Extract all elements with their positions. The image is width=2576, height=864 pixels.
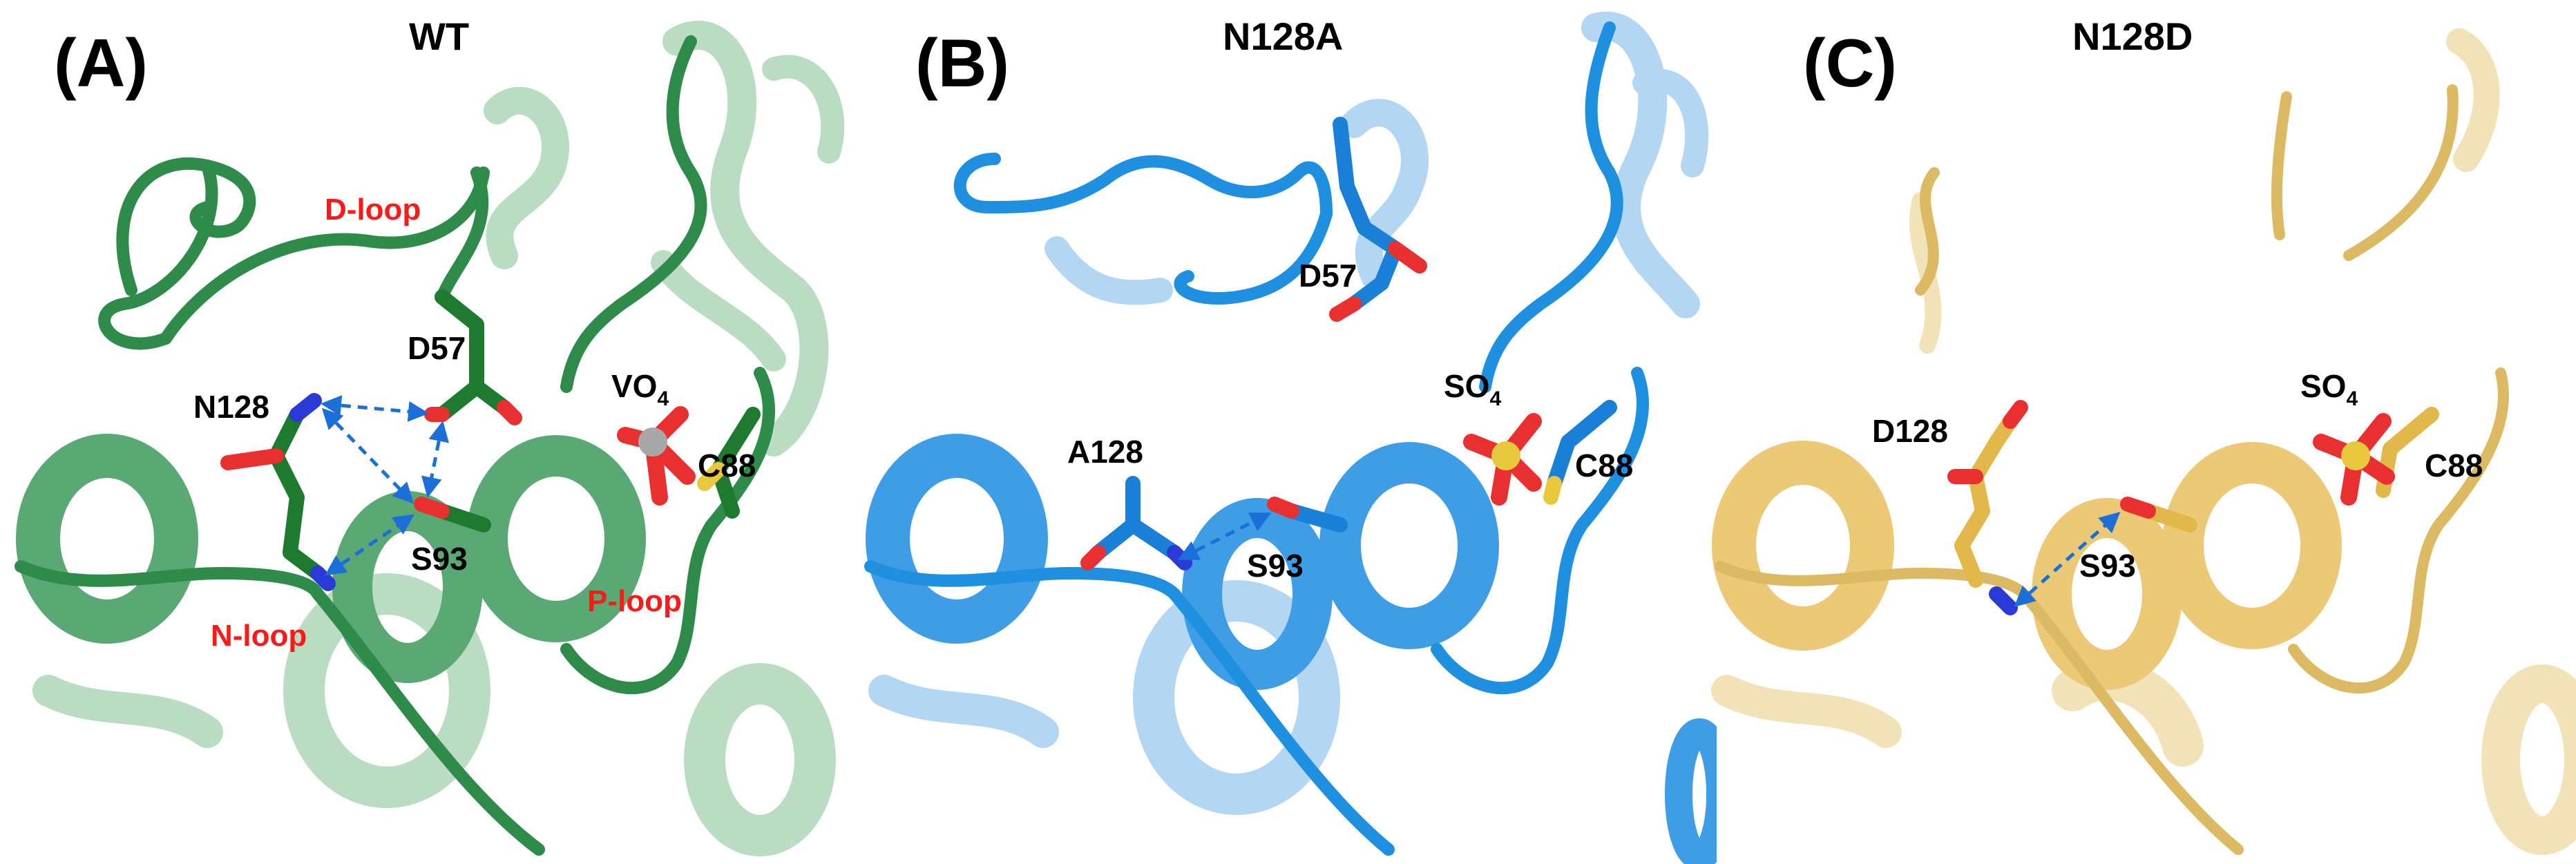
panel-a: (A) WT N128 D57 S93 C88 VO4 D-loop N-loo…	[15, 0, 857, 864]
panel-c-backbone	[1715, 84, 2509, 855]
panel-b-label-ligand: SO4	[1444, 368, 1501, 410]
panel-b-label-a128: A128	[1067, 434, 1143, 470]
panel-b-background-cartoon	[868, 11, 1709, 815]
panel-a-letter: (A)	[54, 25, 148, 101]
panel-b-sticks	[1080, 117, 1617, 570]
panel-c-label-ligand: SO4	[2300, 368, 2358, 410]
panel-c-sulfate	[2313, 413, 2395, 506]
panel-c-label-d128: D128	[1872, 413, 1948, 449]
panel-c: (C) N128D D128 S93 C88 SO4	[1711, 0, 2576, 864]
panel-b-backbone	[864, 21, 1650, 856]
panel-c-label-c88: C88	[2425, 448, 2483, 483]
panel-a-label-d57: D57	[408, 330, 466, 366]
panel-b-sulfate	[1463, 413, 1542, 506]
panel-b-label-d57: D57	[1299, 258, 1357, 294]
panel-a-sticks	[220, 289, 761, 591]
panel-b-title: N128A	[1223, 15, 1343, 58]
panel-b: (B) N128A D57 A128 S93 C88 SO4	[864, 0, 1734, 864]
panel-a-label-p-loop: P-loop	[587, 584, 682, 618]
panel-a-label-n-loop: N-loop	[211, 619, 307, 653]
panel-a-label-ligand: VO4	[611, 368, 669, 410]
panel-a-label-s93: S93	[411, 541, 468, 577]
panel-b-label-s93: S93	[1247, 548, 1304, 584]
panel-b-letter: (B)	[915, 25, 1009, 101]
panel-c-label-s93: S93	[2079, 548, 2136, 584]
panel-a-hbonds	[321, 395, 450, 576]
panel-a-backbone	[15, 35, 776, 856]
panel-a-label-d-loop: D-loop	[325, 193, 421, 227]
panel-c-hbonds	[2014, 511, 2121, 608]
panel-c-title: N128D	[2072, 15, 2193, 58]
panel-c-letter: (C)	[1803, 25, 1897, 101]
panel-a-vanadate	[617, 406, 696, 506]
panel-b-label-c88: C88	[1575, 448, 1633, 483]
panel-a-label-c88: C88	[698, 448, 756, 483]
panel-a-label-n128: N128	[193, 389, 269, 425]
panel-a-title: WT	[409, 15, 469, 58]
panel-a-background-cartoon	[32, 21, 845, 856]
panel-a-cartoon	[16, 434, 646, 683]
